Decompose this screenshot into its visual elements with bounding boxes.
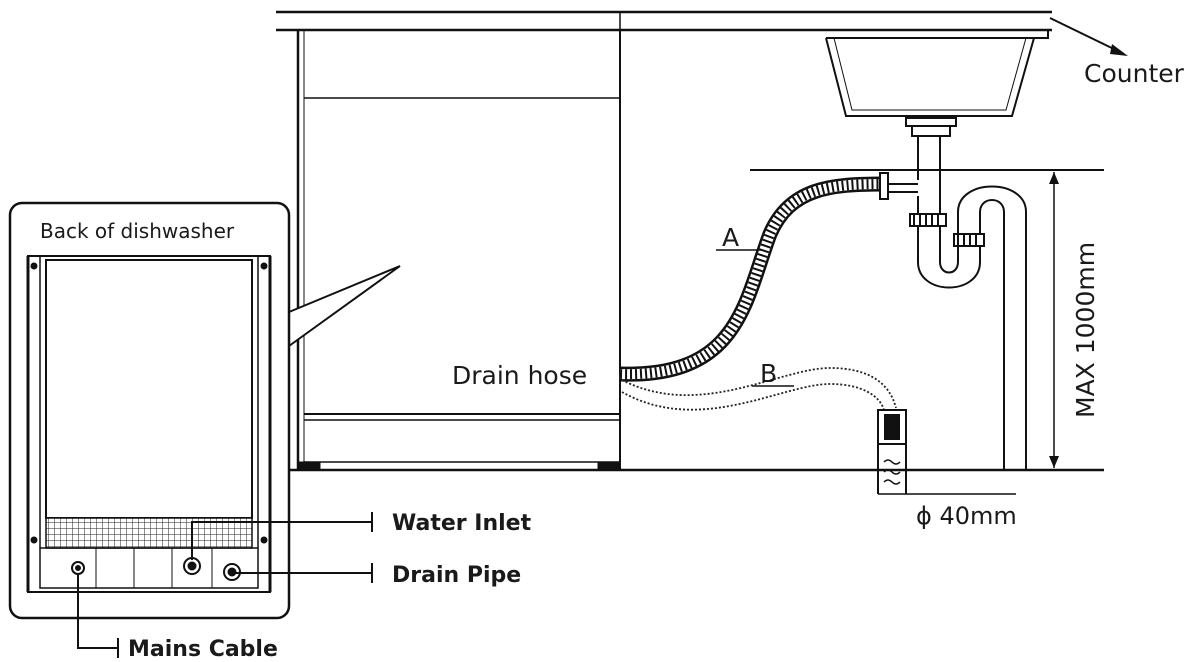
max-height-dimension: [1049, 172, 1059, 468]
label-underlines: [716, 249, 794, 387]
pipe-diameter-label: ϕ 40mm: [916, 502, 1017, 530]
water-inlet-leader: [191, 512, 373, 560]
cabinet-lines: [290, 169, 1104, 472]
mains-cable-label: Mains Cable: [128, 637, 278, 662]
p-trap: [909, 185, 1027, 470]
drain-hose-b: [621, 367, 897, 411]
drain-pipe-leader: [232, 563, 373, 583]
counter-leader-arrow: [1049, 17, 1128, 56]
water-inlet-label: Water Inlet: [392, 511, 532, 536]
back-of-dishwasher-inset: [8, 201, 291, 620]
drain-pipe-label: Drain Pipe: [392, 563, 521, 588]
dishwasher-body: [296, 30, 621, 471]
inset-pointer: [288, 265, 401, 347]
hose-b-label: B: [760, 359, 777, 388]
standpipe: [877, 409, 1016, 495]
drain-hose-a: [619, 172, 918, 382]
counter-label: Counter: [1084, 59, 1185, 88]
hose-a-label: A: [722, 223, 739, 252]
drain-hose-label: Drain hose: [452, 361, 587, 390]
back-of-dishwasher-label: Back of dishwasher: [40, 219, 235, 243]
sink: [810, 29, 1049, 216]
countertop: [276, 10, 1052, 32]
mains-cable-leader: [77, 574, 119, 658]
max-height-label: MAX 1000mm: [1071, 242, 1100, 418]
